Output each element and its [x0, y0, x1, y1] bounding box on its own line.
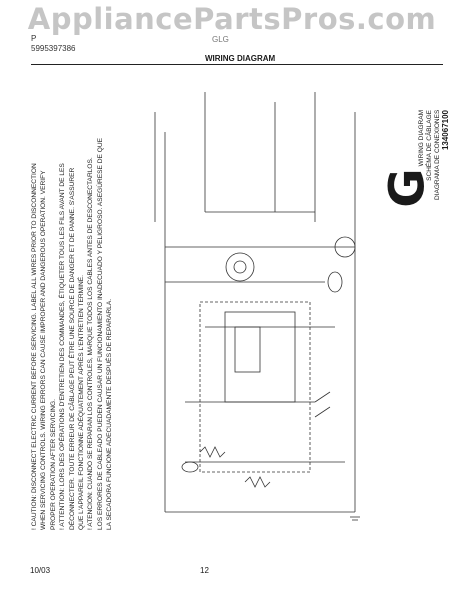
warning-line: ! CAUTION: DISCONNECT ELECTRIC CURRENT B… [31, 163, 38, 530]
header-part-info: P 5995397386 [31, 34, 76, 54]
warning-line: LOS ERRORES DE CABLEADO PUEDEN CAUSAR UN… [96, 137, 104, 530]
dashed-enclosure [199, 301, 311, 473]
warning-line: ! ATTENTION: LORS DES OPÉRATIONS D'ENTRE… [59, 163, 67, 530]
part-number: 5995397386 [31, 44, 76, 53]
control-box [234, 326, 261, 373]
footer-date: 10/03 [30, 566, 51, 575]
diagram-number: 134067100 [441, 110, 450, 151]
element-symbol [181, 461, 199, 473]
element-symbol [327, 271, 343, 293]
control-box [224, 311, 296, 403]
page-number: 12 [200, 566, 209, 575]
wiring-schematic [154, 92, 360, 521]
motor-symbol [233, 260, 247, 274]
diagram-title: WIRING DIAGRAM [205, 54, 276, 63]
warning-line: ! ATENCION: CUANDO SE REPARAN LOS CONTRO… [87, 157, 95, 530]
switch-contact [314, 406, 331, 418]
watermark: AppliancePartsPros.com [27, 2, 437, 36]
warning-line: WHEN SERVICING CONTROLS. WIRING ERRORS C… [40, 170, 48, 530]
coil-symbol [244, 476, 271, 488]
warning-line: DÉCONNECTER. TOUTE ERREUR DE CÂBLAGE PEU… [68, 167, 76, 530]
warning-line: PROPER OPERATION AFTER SERVICING. [49, 399, 57, 530]
header-line1: P [31, 34, 37, 43]
diagram-letter: G [379, 168, 436, 208]
motor-symbol [225, 252, 255, 282]
warning-text-block: ! CAUTION: DISCONNECT ELECTRIC CURRENT B… [30, 138, 115, 530]
header-rule [31, 64, 443, 65]
warning-line: LA SECADORA FUNCIONE ADECUADAMENTE DESPU… [106, 298, 114, 530]
coil-symbol [199, 446, 226, 458]
model-fragment: GLG [212, 35, 229, 44]
switch-contact [314, 391, 331, 403]
valve-symbol [334, 236, 356, 258]
warning-line: QUE L'APPAREIL FONCTIONNE ADÉQUATEMENT A… [78, 275, 86, 530]
